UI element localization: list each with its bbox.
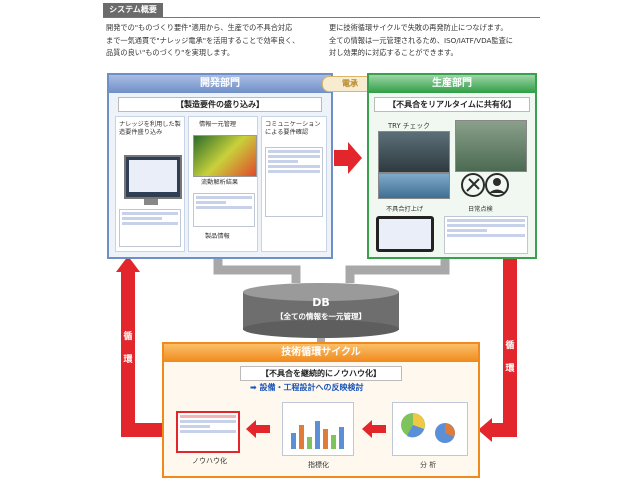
defect-report-label: 不具合打上げ [386, 206, 424, 213]
intro-right-line: 全ての情報は一元管理されるため、ISO/IATF/VDA監査に [329, 35, 513, 45]
inspection-photo [378, 173, 450, 199]
denshou-seal: 電承 [322, 76, 378, 92]
cycle-arrow-left [246, 420, 270, 438]
product-screen [193, 193, 255, 227]
cycle-subtitle: 【不具合を継続的にノウハウ化】 [240, 366, 402, 381]
db-subtitle: 【全ての情報を一元管理】 [276, 312, 366, 321]
intro-left-line: まで一気通貫で"ナレッジ電承"を活用することで効率良く、 [106, 35, 300, 45]
daily-check-label: 日常点検 [468, 206, 493, 213]
comm-screen [265, 147, 323, 217]
intro-left: 開発での"ものづくり要件"適用から、生産での不具合対応 まで一気通貫で"ナレッジ… [106, 22, 321, 60]
knowhow-label: ノウハウ化 [192, 457, 227, 465]
knowledge-screen [119, 209, 181, 247]
monitor-stand [144, 199, 158, 205]
header-rule [103, 17, 540, 18]
knowhow-screen [176, 411, 240, 453]
flow-analysis-image [193, 135, 257, 177]
daily-check-screen [444, 216, 528, 254]
tools-icon [460, 172, 510, 198]
cycle-action: ➡ 設備・工程設計への反映検討 [250, 383, 364, 392]
cycle-label-right: 循 環 [504, 340, 516, 376]
index-label: 指標化 [308, 461, 329, 469]
cycle-label-left: 循 環 [122, 331, 134, 367]
dev-card-knowledge: ナレッジを利用した製造要件盛り込み [115, 116, 185, 252]
db-cylinder-bottom [243, 320, 399, 338]
dev-card-comm-label: コミュニケーションによる要件確認 [265, 121, 321, 136]
intro-right-line: 更に技術循環サイクルで失敗の再発防止につなげます。 [329, 23, 508, 32]
cycle-arrow-mid [362, 420, 386, 438]
analysis-label: 分 析 [420, 461, 437, 469]
intro-right: 更に技術循環サイクルで失敗の再発防止につなげます。 全ての情報は一元管理されるた… [329, 22, 539, 60]
cycle-label-char: 環 [505, 364, 515, 374]
cycle-label-char: 環 [123, 355, 133, 365]
intro-left-line: 開発での"ものづくり要件"適用から、生産での不具合対応 [106, 23, 293, 32]
cycle-to-dev-arrow [121, 270, 162, 437]
monitor-image [124, 155, 182, 199]
db-cylinder-top [243, 283, 399, 301]
analysis-screen [392, 402, 468, 456]
try-check-label: TRY チェック [388, 122, 430, 130]
dev-card-comm: コミュニケーションによる要件確認 [261, 116, 327, 252]
intro-right-line: 対し効果的に対応することができます。 [329, 48, 458, 57]
section-tag: システム概要 [103, 3, 163, 17]
dev-card-info-label: 情報一元管理 [199, 121, 237, 128]
prod-subtitle: 【不具合をリアルタイムに共有化】 [374, 97, 530, 112]
cycle-title: 技術循環サイクル [164, 344, 478, 362]
dev-to-db-arrow [213, 259, 301, 283]
intro-left-line: 品質の良い"ものづくり"を実現します。 [106, 48, 235, 57]
dev-card-knowledge-label: ナレッジを利用した製造要件盛り込み [119, 121, 181, 136]
dev-subtitle: 【製造要件の盛り込み】 [118, 97, 322, 112]
tablet-image [376, 216, 434, 252]
cycle-label-char: 循 [123, 332, 133, 342]
factory-photo [455, 120, 527, 172]
prod-to-db-arrow [345, 259, 450, 283]
dev-card-info: 情報一元管理 流動解析結果 製品情報 [188, 116, 258, 252]
dev-title: 開発部門 [109, 75, 331, 93]
db-title: DB [312, 296, 330, 309]
product-caption: 製品情報 [205, 233, 230, 240]
machine-photo [378, 131, 450, 173]
prod-title: 生産部門 [369, 75, 535, 93]
prod-to-cycle-arrow [490, 259, 517, 437]
cycle-label-char: 循 [505, 341, 515, 351]
dev-to-prod-arrow [334, 142, 362, 174]
flow-analysis-caption: 流動解析結果 [201, 179, 239, 186]
index-chart-screen [282, 402, 354, 456]
